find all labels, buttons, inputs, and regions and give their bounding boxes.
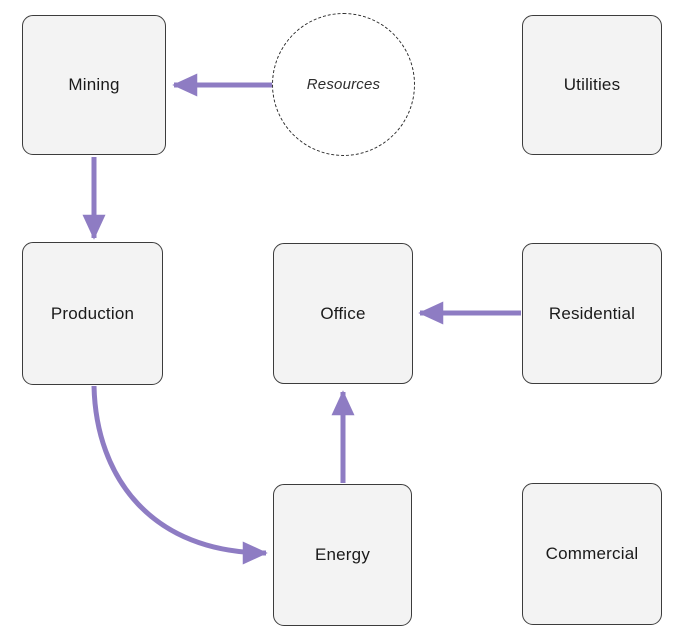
node-resources[interactable]: Resources bbox=[272, 13, 415, 156]
node-office[interactable]: Office bbox=[273, 243, 413, 384]
node-mining-label: Mining bbox=[68, 75, 120, 94]
node-residential[interactable]: Residential bbox=[522, 243, 662, 384]
node-commercial[interactable]: Commercial bbox=[522, 483, 662, 625]
node-residential-label: Residential bbox=[548, 303, 636, 323]
node-production-label: Production bbox=[50, 303, 135, 323]
node-utilities[interactable]: Utilities bbox=[522, 15, 662, 155]
node-commercial-label: Commercial bbox=[545, 544, 639, 563]
node-energy[interactable]: Energy bbox=[273, 484, 412, 626]
node-energy-label: Energy bbox=[314, 545, 371, 564]
node-mining[interactable]: Mining bbox=[22, 15, 166, 155]
node-production[interactable]: Production bbox=[22, 242, 163, 385]
edge-production-to-energy[interactable] bbox=[91, 385, 268, 565]
node-resources-label: Resources bbox=[306, 76, 381, 93]
node-utilities-label: Utilities bbox=[563, 75, 621, 94]
node-office-label: Office bbox=[320, 303, 366, 323]
